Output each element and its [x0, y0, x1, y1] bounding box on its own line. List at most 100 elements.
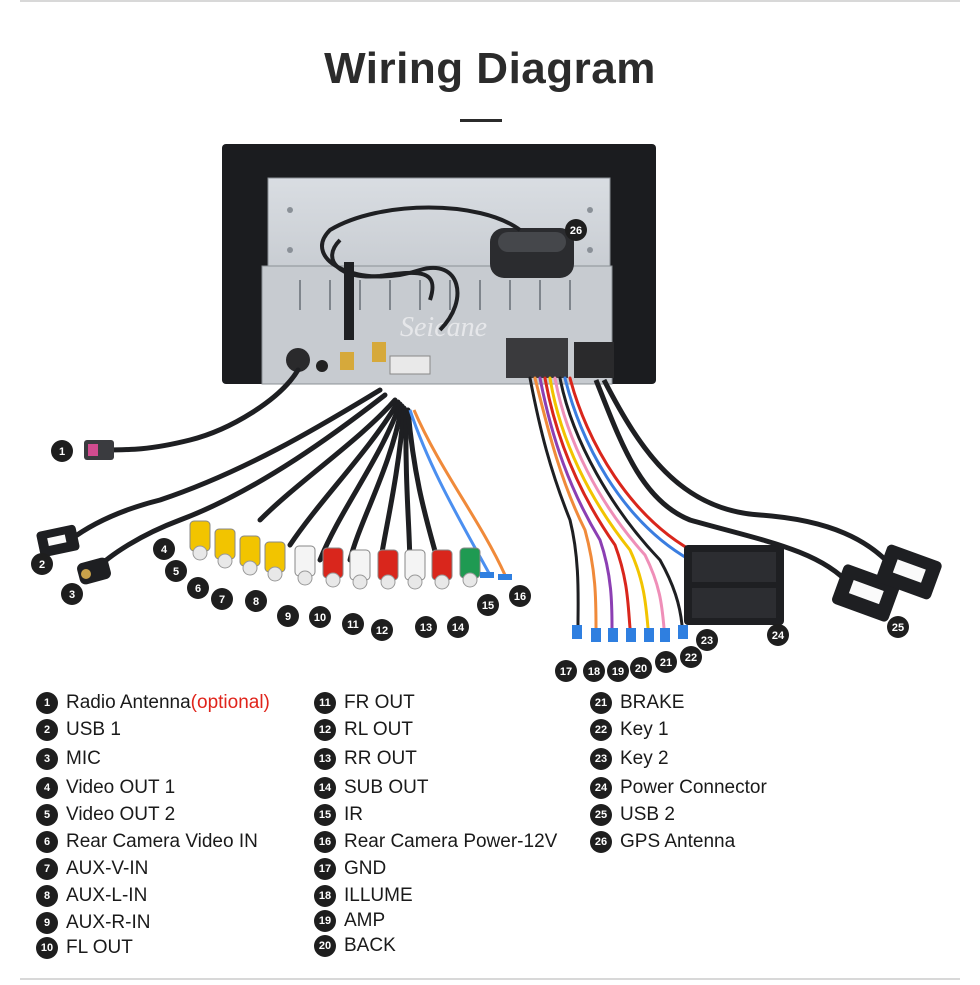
callout-number: 8	[253, 596, 259, 608]
legend-number: 7	[36, 858, 58, 880]
usb-1-connector	[36, 524, 80, 558]
callout-number: 4	[161, 544, 168, 556]
legend-label: Video OUT 1	[66, 777, 176, 798]
callout-3: 3	[61, 583, 83, 605]
right-harness	[528, 376, 702, 630]
legend-label: AMP	[344, 910, 386, 931]
legend-label: USB 1	[66, 719, 121, 740]
callout-2: 2	[31, 553, 53, 575]
legend-label: BRAKE	[620, 692, 685, 713]
callout-number: 19	[612, 666, 624, 678]
camera-power-wire	[412, 409, 507, 576]
callout-21: 21	[655, 651, 677, 673]
left-harness	[67, 367, 443, 573]
legend-label: ILLUME	[344, 885, 413, 906]
callout-4: 4	[153, 538, 175, 560]
bottom-divider	[20, 978, 960, 980]
legend-number: 19	[314, 910, 336, 932]
callout-20: 20	[630, 657, 652, 679]
legend-label: Key 2	[620, 748, 669, 769]
legend-item-2: 2 USB 1	[36, 717, 121, 743]
callout-number: 7	[219, 594, 225, 606]
callout-18: 18	[583, 660, 605, 682]
legend-label: RR OUT	[344, 748, 417, 769]
legend-label: Power Connector	[620, 777, 767, 798]
legend-number: 26	[590, 831, 612, 853]
callout-14: 14	[447, 616, 469, 638]
callout-number: 11	[347, 619, 359, 631]
legend-label: USB 2	[620, 804, 675, 825]
legend-label: IR	[344, 804, 363, 825]
callout-6: 6	[187, 577, 209, 599]
usb-2-cables	[593, 378, 897, 587]
rca-plug	[294, 545, 316, 586]
legend-label: Radio Antenna	[66, 692, 191, 713]
rca-connectors	[189, 520, 481, 590]
legend-number: 11	[314, 692, 336, 714]
callout-5: 5	[165, 560, 187, 582]
callout-number: 9	[285, 611, 291, 623]
callout-10: 10	[309, 606, 331, 628]
legend-number: 16	[314, 831, 336, 853]
head-unit: Seicane	[222, 144, 656, 385]
callout-15: 15	[477, 594, 499, 616]
legend-number: 22	[590, 719, 612, 741]
legend-number: 17	[314, 858, 336, 880]
rca-plug	[264, 541, 286, 582]
legend-label: RL OUT	[344, 719, 413, 740]
legend-label: Rear Camera Video IN	[66, 831, 258, 852]
callout-1: 1	[51, 440, 73, 462]
legend-item-12: 12 RL OUT	[314, 717, 413, 743]
rca-plug	[214, 528, 236, 569]
callout-11: 11	[342, 613, 364, 635]
callout-19: 19	[607, 660, 629, 682]
rca-plug	[404, 549, 426, 590]
radio-antenna-connector	[84, 440, 114, 460]
legend-item-14: 14 SUB OUT	[314, 775, 428, 801]
rca-plug	[239, 535, 261, 576]
legend-number: 3	[36, 748, 58, 770]
callout-number: 12	[376, 625, 388, 637]
legend-number: 10	[36, 937, 58, 959]
legend-label: AUX-L-IN	[66, 885, 148, 906]
rca-plug	[459, 547, 481, 588]
callout-23: 23	[696, 629, 718, 651]
callout-number: 18	[588, 666, 600, 678]
usb-2-connector	[832, 544, 942, 622]
legend-number: 1	[36, 692, 58, 714]
legend-item-7: 7 AUX-V-IN	[36, 856, 148, 882]
legend-number: 12	[314, 719, 336, 741]
legend-label: AUX-V-IN	[66, 858, 149, 879]
rca-plug	[377, 549, 399, 590]
legend-number: 14	[314, 777, 336, 799]
legend-label: SUB OUT	[344, 777, 429, 798]
legend-number: 6	[36, 831, 58, 853]
rca-plug	[189, 520, 211, 561]
callout-25: 25	[887, 616, 909, 638]
callout-number: 2	[39, 559, 45, 571]
callout-number: 13	[420, 622, 432, 634]
rca-plug	[431, 549, 453, 590]
callout-17: 17	[555, 660, 577, 682]
legend-number: 2	[36, 719, 58, 741]
wiring-diagram: Seicane	[31, 144, 942, 682]
callout-number: 20	[635, 663, 647, 675]
legend-number: 24	[590, 777, 612, 799]
callout-24: 24	[767, 624, 789, 646]
power-connector	[684, 545, 784, 625]
callout-number: 10	[314, 612, 326, 624]
title-underline	[460, 119, 502, 122]
legend-label: Key 1	[620, 719, 669, 740]
callout-number: 1	[59, 446, 65, 458]
